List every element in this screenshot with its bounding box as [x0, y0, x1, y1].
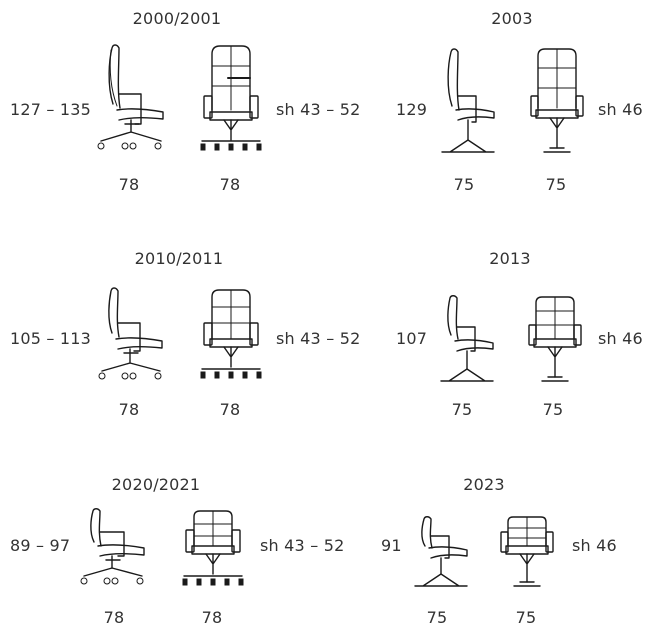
- chair-front-view-drawing: [182, 510, 244, 586]
- chair-side-view-drawing: [80, 508, 145, 585]
- width-front-label: 75: [545, 175, 567, 194]
- height-label: 91: [381, 536, 402, 555]
- seat-height-label: sh 43 – 52: [276, 100, 361, 119]
- width-side-label: 75: [426, 608, 448, 627]
- width-front-label: 75: [542, 400, 564, 419]
- seat-height-label: sh 43 – 52: [276, 329, 361, 348]
- chair-side-view-drawing: [97, 44, 164, 150]
- width-front-label: 78: [201, 608, 223, 627]
- year-label: 2010/2011: [134, 249, 224, 268]
- year-label: 2003: [491, 9, 533, 28]
- width-front-label: 75: [515, 608, 537, 627]
- height-label: 129: [396, 100, 428, 119]
- height-label: 89 – 97: [10, 536, 71, 555]
- chair-front-view-drawing: [528, 296, 582, 382]
- height-label: 127 – 135: [10, 100, 92, 119]
- seat-height-label: sh 43 – 52: [260, 536, 345, 555]
- year-label: 2000/2001: [132, 9, 222, 28]
- width-side-label: 78: [118, 400, 140, 419]
- chair-front-view-drawing: [500, 516, 554, 587]
- chair-side-view-drawing: [440, 295, 494, 382]
- height-label: 107: [396, 329, 428, 348]
- width-side-label: 75: [451, 400, 473, 419]
- seat-height-label: sh 46: [598, 329, 643, 348]
- chair-side-view-drawing: [98, 287, 163, 380]
- seat-height-label: sh 46: [598, 100, 643, 119]
- chair-side-view-drawing: [441, 48, 495, 153]
- chair-front-view-drawing: [200, 45, 262, 151]
- chair-front-view-drawing: [200, 289, 262, 379]
- width-front-label: 78: [219, 175, 241, 194]
- height-label: 105 – 113: [10, 329, 92, 348]
- year-label: 2013: [489, 249, 531, 268]
- width-side-label: 78: [103, 608, 125, 627]
- width-front-label: 78: [219, 400, 241, 419]
- chair-front-view-drawing: [530, 48, 584, 153]
- year-label: 2020/2021: [111, 475, 201, 494]
- year-label: 2023: [463, 475, 505, 494]
- width-side-label: 75: [453, 175, 475, 194]
- width-side-label: 78: [118, 175, 140, 194]
- seat-height-label: sh 46: [572, 536, 617, 555]
- chair-side-view-drawing: [414, 516, 468, 587]
